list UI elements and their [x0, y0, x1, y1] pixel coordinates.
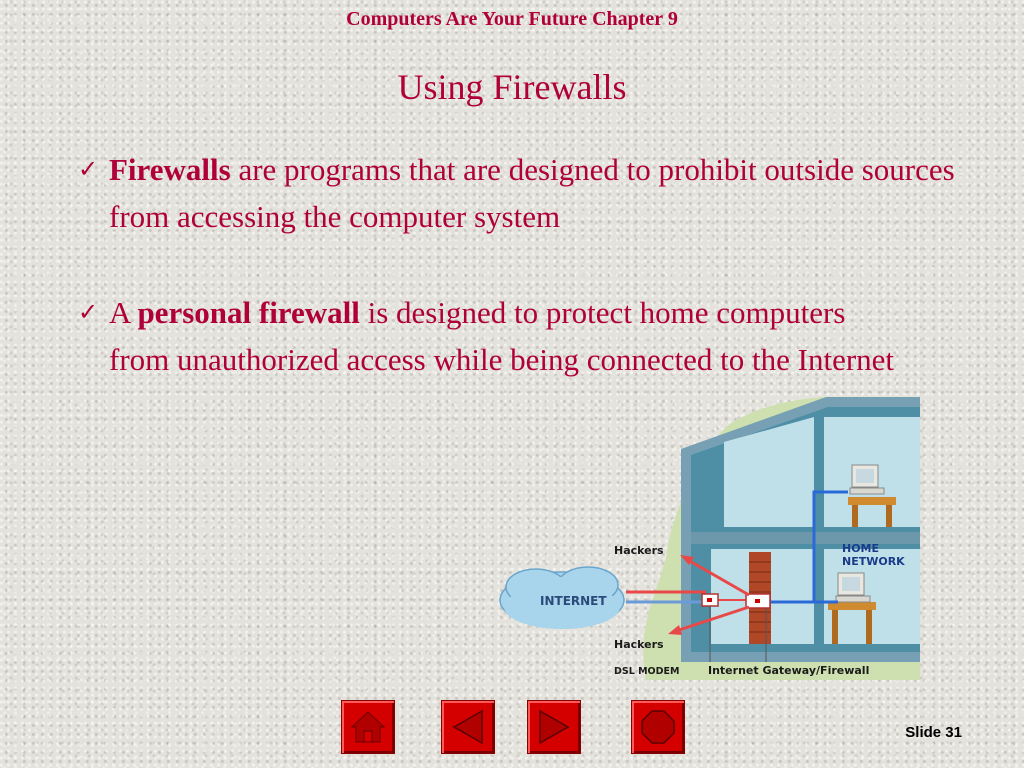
home-network-label-1: HOME — [842, 542, 879, 555]
arrow-left-icon — [452, 709, 483, 745]
slide-number: Slide 31 — [905, 724, 962, 741]
home-button[interactable] — [341, 700, 395, 754]
gateway-label: Internet Gateway/Firewall — [708, 664, 869, 677]
bullet-bold-term: Firewalls — [109, 152, 231, 187]
house-illustration — [681, 397, 920, 662]
hacker-arrows — [668, 555, 750, 635]
octagon-icon — [641, 710, 675, 744]
home-icon — [350, 711, 386, 743]
next-slide-button[interactable] — [527, 700, 581, 754]
checkmark-icon: ✓ — [78, 155, 99, 183]
checkmark-icon: ✓ — [78, 298, 99, 326]
bullet-firewalls: ✓ Firewalls are programs that are design… — [78, 146, 958, 240]
bullet-bold-term: personal firewall — [137, 295, 360, 330]
bullet-body: is designed to protect home computers fr… — [109, 295, 895, 377]
end-show-button[interactable] — [631, 700, 685, 754]
computer-upstairs-icon — [848, 464, 896, 527]
bullet-text: A personal firewall is designed to prote… — [109, 289, 908, 383]
dsl-modem-label: DSL MODEM — [614, 666, 679, 677]
previous-slide-button[interactable] — [441, 700, 495, 754]
hackers-bottom-label: Hackers — [614, 638, 664, 651]
home-network-label-2: NETWORK — [842, 555, 905, 568]
bullet-prefix: A — [109, 295, 138, 330]
internet-label: INTERNET — [540, 594, 607, 608]
bullet-body: are programs that are designed to prohib… — [109, 152, 955, 234]
firewall-diagram: INTERNET Hackers Hackers DSL MODEM Inter… — [499, 397, 920, 680]
computer-downstairs-icon — [828, 572, 876, 644]
header-title: Computers Are Your Future Chapter 9 — [346, 8, 678, 30]
slide-title: Using Firewalls — [397, 67, 627, 107]
bullet-personal-firewall: ✓ A personal firewall is designed to pro… — [78, 289, 908, 383]
arrow-right-icon — [539, 709, 570, 745]
internet-cloud-icon — [499, 566, 625, 629]
bullet-text: Firewalls are programs that are designed… — [109, 146, 958, 240]
hackers-top-label: Hackers — [614, 544, 664, 557]
